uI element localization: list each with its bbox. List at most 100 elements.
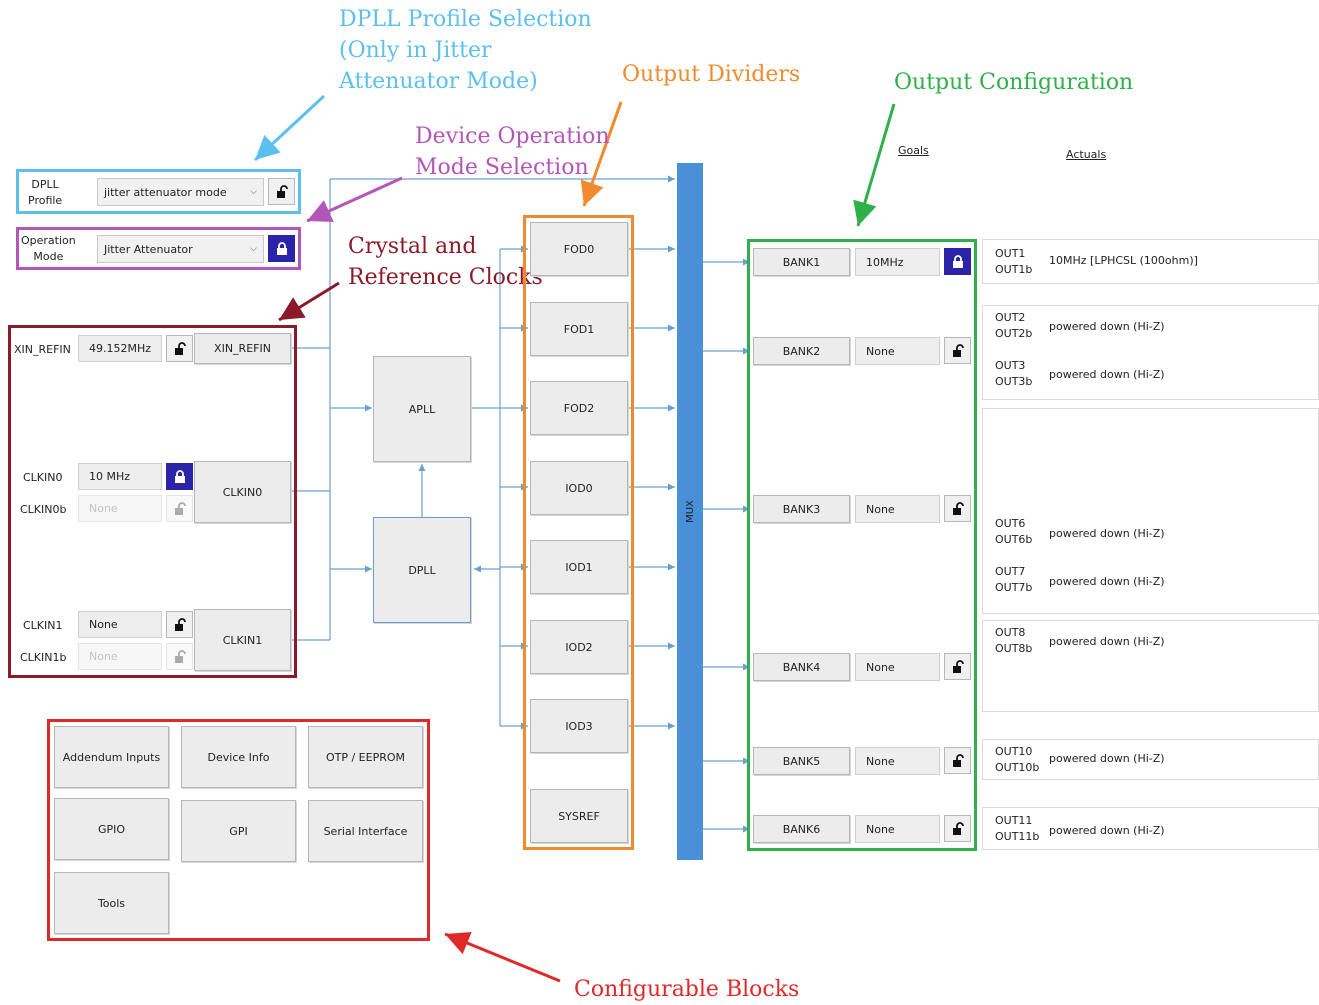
annotation-output-dividers: Output Dividers: [622, 62, 801, 87]
output-pin: OUT6b: [995, 533, 1033, 546]
divider-iod3[interactable]: IOD3: [530, 699, 628, 753]
divider-fod2[interactable]: FOD2: [530, 381, 628, 435]
output-pin: OUT10: [995, 745, 1033, 758]
label-line: DPLL: [31, 178, 59, 191]
clkin1-frequency-field[interactable]: None: [78, 611, 162, 638]
goals-header: Goals: [898, 144, 929, 157]
lock-open-icon[interactable]: [944, 495, 971, 522]
divider-iod2[interactable]: IOD2: [530, 620, 628, 674]
clkin1b-label: CLKIN1b: [20, 651, 67, 664]
bank1-button[interactable]: BANK1: [753, 248, 850, 276]
clkin0-frequency-field[interactable]: 10 MHz: [78, 463, 162, 490]
clkin0-block-button[interactable]: CLKIN0: [194, 461, 291, 523]
divider-sysref[interactable]: SYSREF: [530, 789, 628, 843]
lock-open-icon[interactable]: [166, 611, 193, 638]
dpll-block[interactable]: DPLL: [373, 517, 471, 623]
clkin0b-frequency-field[interactable]: None: [78, 495, 162, 522]
operation-mode-select[interactable]: Jitter Attenuator ⌵: [97, 235, 264, 263]
lock-open-icon[interactable]: [944, 337, 971, 364]
annotation-line: DPLL Profile Selection: [339, 7, 592, 32]
lock-closed-icon[interactable]: [944, 248, 971, 275]
bank1-goal-field[interactable]: 10MHz: [855, 248, 940, 276]
clkin1b-frequency-field[interactable]: None: [78, 643, 162, 670]
otp-eeprom-button[interactable]: OTP / EEPROM: [308, 726, 423, 788]
bank6-goal-field[interactable]: None: [855, 815, 940, 843]
output-pin: OUT7b: [995, 581, 1033, 594]
device-info-button[interactable]: Device Info: [181, 726, 296, 788]
output-pin: OUT1: [995, 247, 1026, 260]
output-pin: OUT11b: [995, 830, 1040, 843]
annotation-line: (Only in Jitter: [339, 38, 492, 63]
output-actual: powered down (Hi-Z): [1049, 575, 1165, 588]
annotation-device-operation-mode: Device Operation Mode Selection: [415, 121, 610, 183]
lock-open-icon[interactable]: [166, 643, 193, 670]
bank6-button[interactable]: BANK6: [753, 815, 850, 843]
tools-button[interactable]: Tools: [54, 872, 169, 934]
divider-fod1[interactable]: FOD1: [530, 302, 628, 356]
output-pin: OUT7: [995, 565, 1026, 578]
annotation-line: Attenuator Mode): [339, 69, 538, 94]
configurable-blocks-frame: [47, 719, 430, 941]
crystal-reference-clocks-frame: [8, 325, 297, 678]
bank5-button[interactable]: BANK5: [753, 747, 850, 775]
mux-label: MUX: [684, 500, 696, 523]
output-card: [982, 620, 1319, 712]
output-card: [982, 305, 1319, 400]
chevron-down-icon: ⌵: [250, 244, 257, 254]
bank3-button[interactable]: BANK3: [753, 495, 850, 523]
divider-fod0[interactable]: FOD0: [530, 222, 628, 276]
xin-refin-frequency-field[interactable]: 49.152MHz: [78, 335, 162, 362]
select-value: Jitter Attenuator: [104, 242, 193, 256]
annotation-line: Device Operation: [415, 124, 610, 149]
lock-closed-icon[interactable]: [166, 463, 193, 490]
output-actual: powered down (Hi-Z): [1049, 752, 1165, 765]
annotation-line: Mode Selection: [415, 155, 589, 180]
lock-open-icon[interactable]: [166, 335, 193, 362]
output-pin: OUT3: [995, 359, 1026, 372]
lock-open-icon[interactable]: [166, 495, 193, 522]
gpi-button[interactable]: GPI: [181, 800, 296, 862]
apll-block[interactable]: APLL: [373, 356, 471, 462]
label-line: Profile: [28, 194, 63, 207]
bank3-goal-field[interactable]: None: [855, 495, 940, 523]
dpll-profile-select[interactable]: jitter attenuator mode ⌵: [97, 178, 264, 206]
gpio-button[interactable]: GPIO: [54, 798, 169, 860]
divider-iod0[interactable]: IOD0: [530, 461, 628, 515]
annotation-output-configuration: Output Configuration: [894, 70, 1134, 95]
xin-refin-label: XIN_REFIN: [14, 343, 71, 356]
annotation-line: Crystal and: [348, 234, 477, 259]
lock-open-icon[interactable]: [268, 178, 295, 205]
bank2-goal-field[interactable]: None: [855, 337, 940, 365]
output-pin: OUT1b: [995, 263, 1033, 276]
bank5-goal-field[interactable]: None: [855, 747, 940, 775]
divider-iod1[interactable]: IOD1: [530, 540, 628, 594]
bank4-button[interactable]: BANK4: [753, 653, 850, 681]
output-card: [982, 408, 1319, 614]
output-actual: 10MHz [LPHCSL (100ohm)]: [1049, 254, 1198, 267]
output-actual: powered down (Hi-Z): [1049, 368, 1165, 381]
select-value: jitter attenuator mode: [104, 185, 227, 199]
output-actual: powered down (Hi-Z): [1049, 824, 1165, 837]
bank4-goal-field[interactable]: None: [855, 653, 940, 681]
serial-interface-button[interactable]: Serial Interface: [308, 800, 423, 862]
label-line: Operation: [21, 234, 76, 247]
output-dividers-frame: [523, 215, 634, 850]
lock-closed-icon[interactable]: [268, 235, 295, 262]
addendum-inputs-button[interactable]: Addendum Inputs: [54, 726, 169, 788]
clkin1-label: CLKIN1: [23, 619, 63, 632]
bank2-button[interactable]: BANK2: [753, 337, 850, 365]
clkin1-block-button[interactable]: CLKIN1: [194, 609, 291, 671]
lock-open-icon[interactable]: [944, 747, 971, 774]
lock-open-icon[interactable]: [944, 653, 971, 680]
operation-mode-frame: [16, 227, 301, 270]
clkin0-label: CLKIN0: [23, 471, 63, 484]
annotation-crystal-reference-clocks: Crystal and Reference Clocks: [348, 231, 543, 293]
output-pin: OUT2: [995, 311, 1026, 324]
output-mux[interactable]: MUX: [677, 163, 703, 860]
lock-open-icon[interactable]: [944, 815, 971, 842]
xin-refin-block-button[interactable]: XIN_REFIN: [194, 333, 291, 364]
